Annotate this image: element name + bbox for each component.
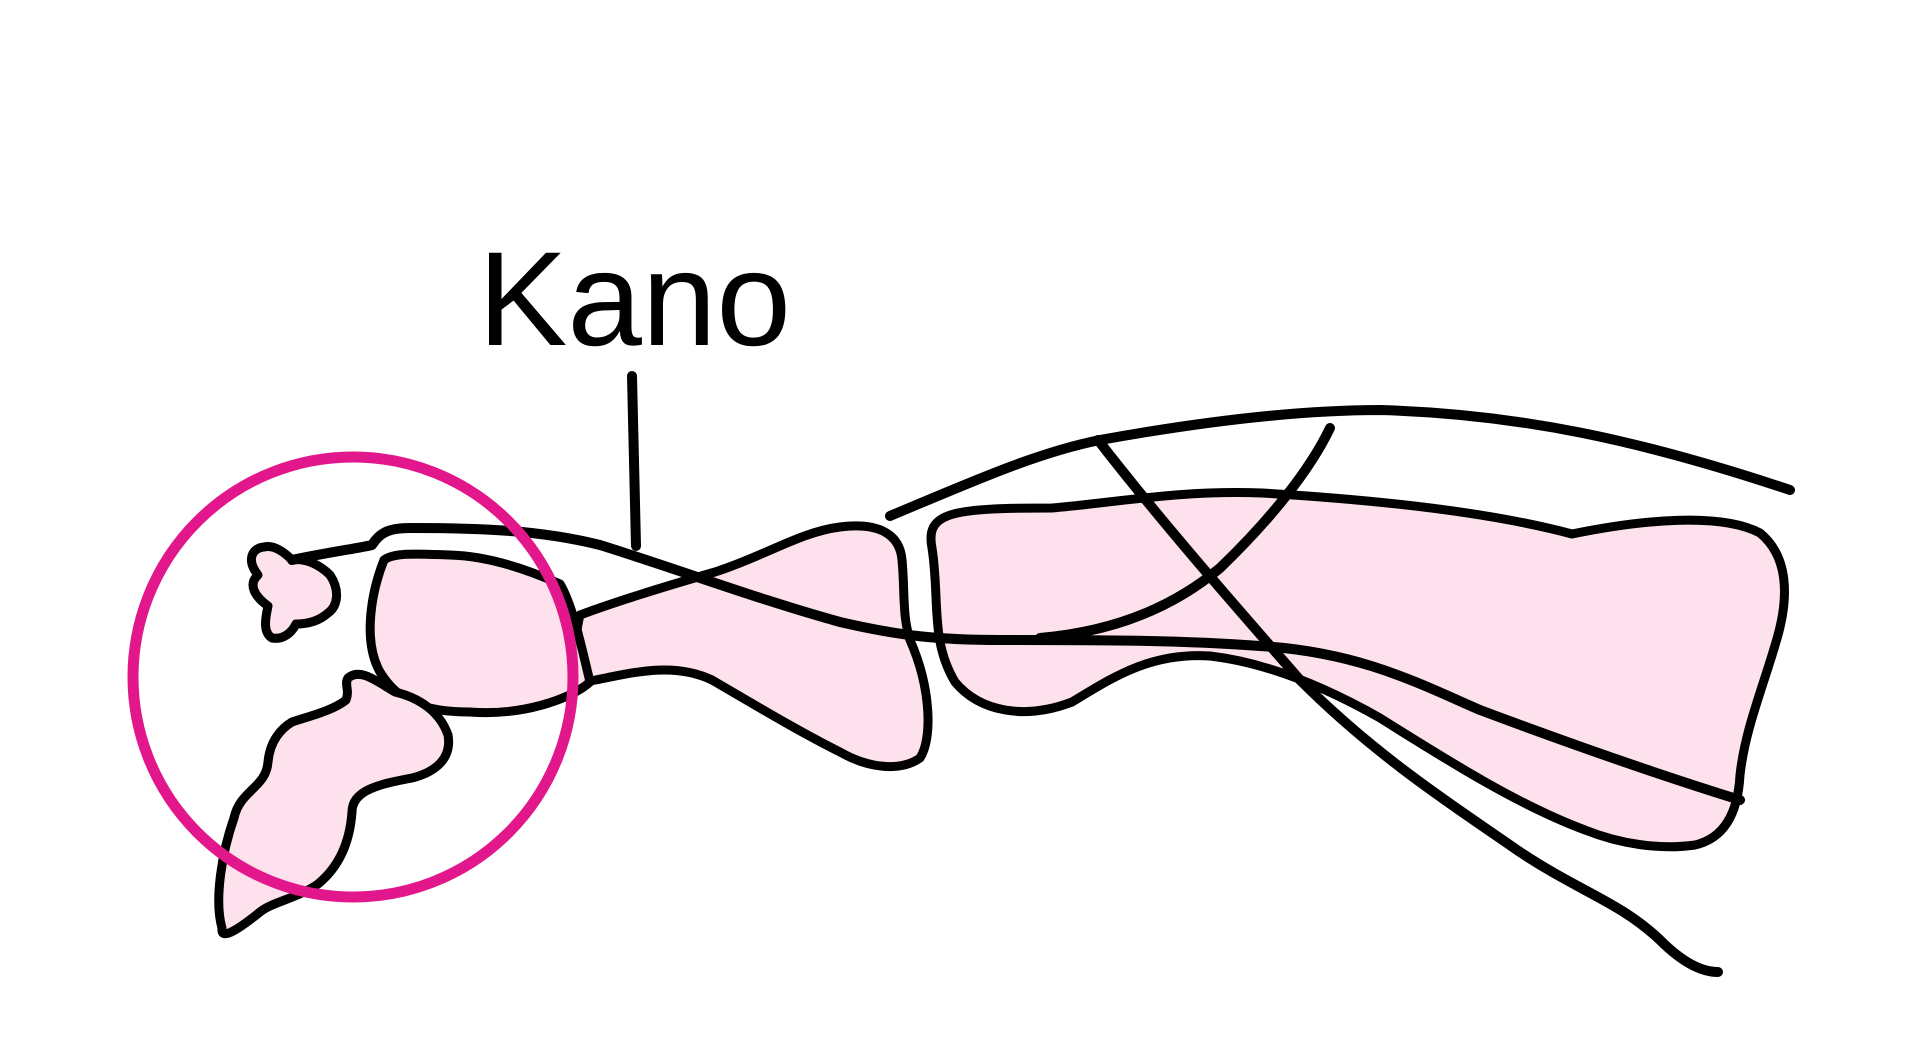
kano-leader-line (627, 371, 641, 551)
oblique-retinacular-line (1093, 435, 1723, 977)
dorsal-contour-line (885, 405, 1795, 521)
bones (214, 488, 1789, 939)
middle-phalanx (571, 521, 933, 772)
bone-fragment-large (214, 669, 454, 939)
volar-line (995, 635, 1745, 805)
bone-fragment-small (247, 542, 341, 643)
arcing-ligament-line (1035, 423, 1335, 643)
distal-phalanx (365, 549, 595, 718)
extensor-tendon-line (287, 523, 1005, 645)
tendon-lines (287, 371, 1795, 977)
highlight-circle (127, 451, 579, 903)
kano-label: Kano (478, 225, 791, 374)
proximal-phalanx (926, 488, 1789, 852)
